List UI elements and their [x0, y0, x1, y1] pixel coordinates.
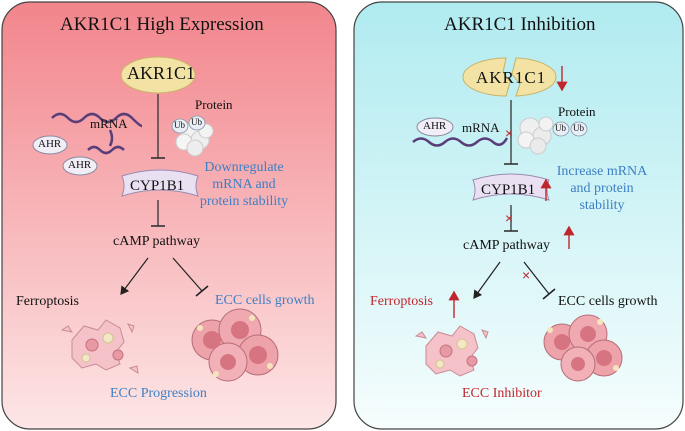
right-block-mark-1: × — [505, 125, 513, 141]
left-mechanism-line-1: Downregulate — [204, 160, 284, 175]
right-pathway-label: cAMP pathway — [463, 238, 550, 253]
left-arrow-to-ferroptosis — [120, 257, 149, 295]
right-block-mark-2: × — [505, 210, 513, 226]
right-ub-label-1: Ub — [555, 123, 566, 133]
left-growth-cells — [191, 308, 279, 382]
left-footer: ECC Progression — [110, 386, 207, 401]
left-cyp1b1-node — [121, 169, 199, 197]
left-ferroptosis-cells — [60, 319, 139, 374]
right-arrow-to-ferroptosis — [473, 261, 501, 299]
right-target-label: CYP1B1 — [481, 182, 536, 198]
right-block-mark-3: × — [522, 267, 530, 283]
left-mrna-label: mRNA — [90, 116, 128, 131]
right-cyp1b1-node — [472, 173, 550, 201]
left-gene-label: AKR1C1 — [127, 63, 196, 83]
right-mechanism-line-2: and protein — [570, 181, 634, 196]
left-mechanism-line-3: protein stability — [199, 194, 289, 209]
right-outcome-ferroptosis: Ferroptosis — [370, 294, 433, 309]
right-ahr-node-1 — [416, 117, 454, 137]
left-pathway-label: cAMP pathway — [113, 234, 200, 249]
left-ahr-label-2: AHR — [68, 159, 92, 171]
right-ub-node-1 — [552, 121, 570, 137]
right-gene-label: AKR1C1 — [476, 68, 547, 87]
left-protein-label: Protein — [195, 97, 233, 112]
right-ub-node-2 — [570, 121, 588, 137]
right-footer: ECC Inhibitor — [462, 386, 542, 401]
right-panel-title: AKR1C1 Inhibition — [444, 14, 596, 35]
left-panel-title: AKR1C1 High Expression — [60, 14, 264, 35]
left-outcome-growth: ECC cells growth — [215, 293, 315, 308]
right-inhibit-to-growth — [523, 261, 550, 295]
left-ub-node-1 — [171, 118, 189, 134]
left-ahr-label-1: AHR — [38, 138, 62, 150]
right-mechanism-line-1: Increase mRNA — [556, 164, 648, 179]
left-ub-node-2 — [188, 115, 206, 131]
right-protein-blob — [517, 116, 554, 155]
left-mrna-strand — [51, 112, 143, 128]
right-mrna-label: mRNA — [462, 120, 500, 135]
right-growth-cells — [543, 314, 623, 382]
right-outcome-growth: ECC cells growth — [558, 294, 658, 309]
right-mrna-strand — [412, 137, 509, 147]
right-ferroptosis-cells — [414, 325, 489, 377]
left-ahr-node-1 — [32, 135, 68, 155]
right-ahr-label-1: AHR — [423, 120, 447, 132]
left-target-label: CYP1B1 — [130, 178, 185, 194]
left-mechanism-line-2: mRNA and — [212, 177, 276, 192]
left-ub-label-2: Ub — [191, 117, 202, 127]
left-ub-label-1: Ub — [174, 120, 185, 130]
right-ub-label-2: Ub — [573, 123, 584, 133]
left-outcome-ferroptosis: Ferroptosis — [16, 294, 79, 309]
right-protein-label: Protein — [558, 104, 596, 119]
right-mechanism-line-3: stability — [579, 198, 625, 213]
left-akr1c1-node — [120, 56, 196, 94]
left-inhibit-to-growth — [172, 257, 203, 292]
left-ahr-node-2 — [62, 156, 98, 176]
